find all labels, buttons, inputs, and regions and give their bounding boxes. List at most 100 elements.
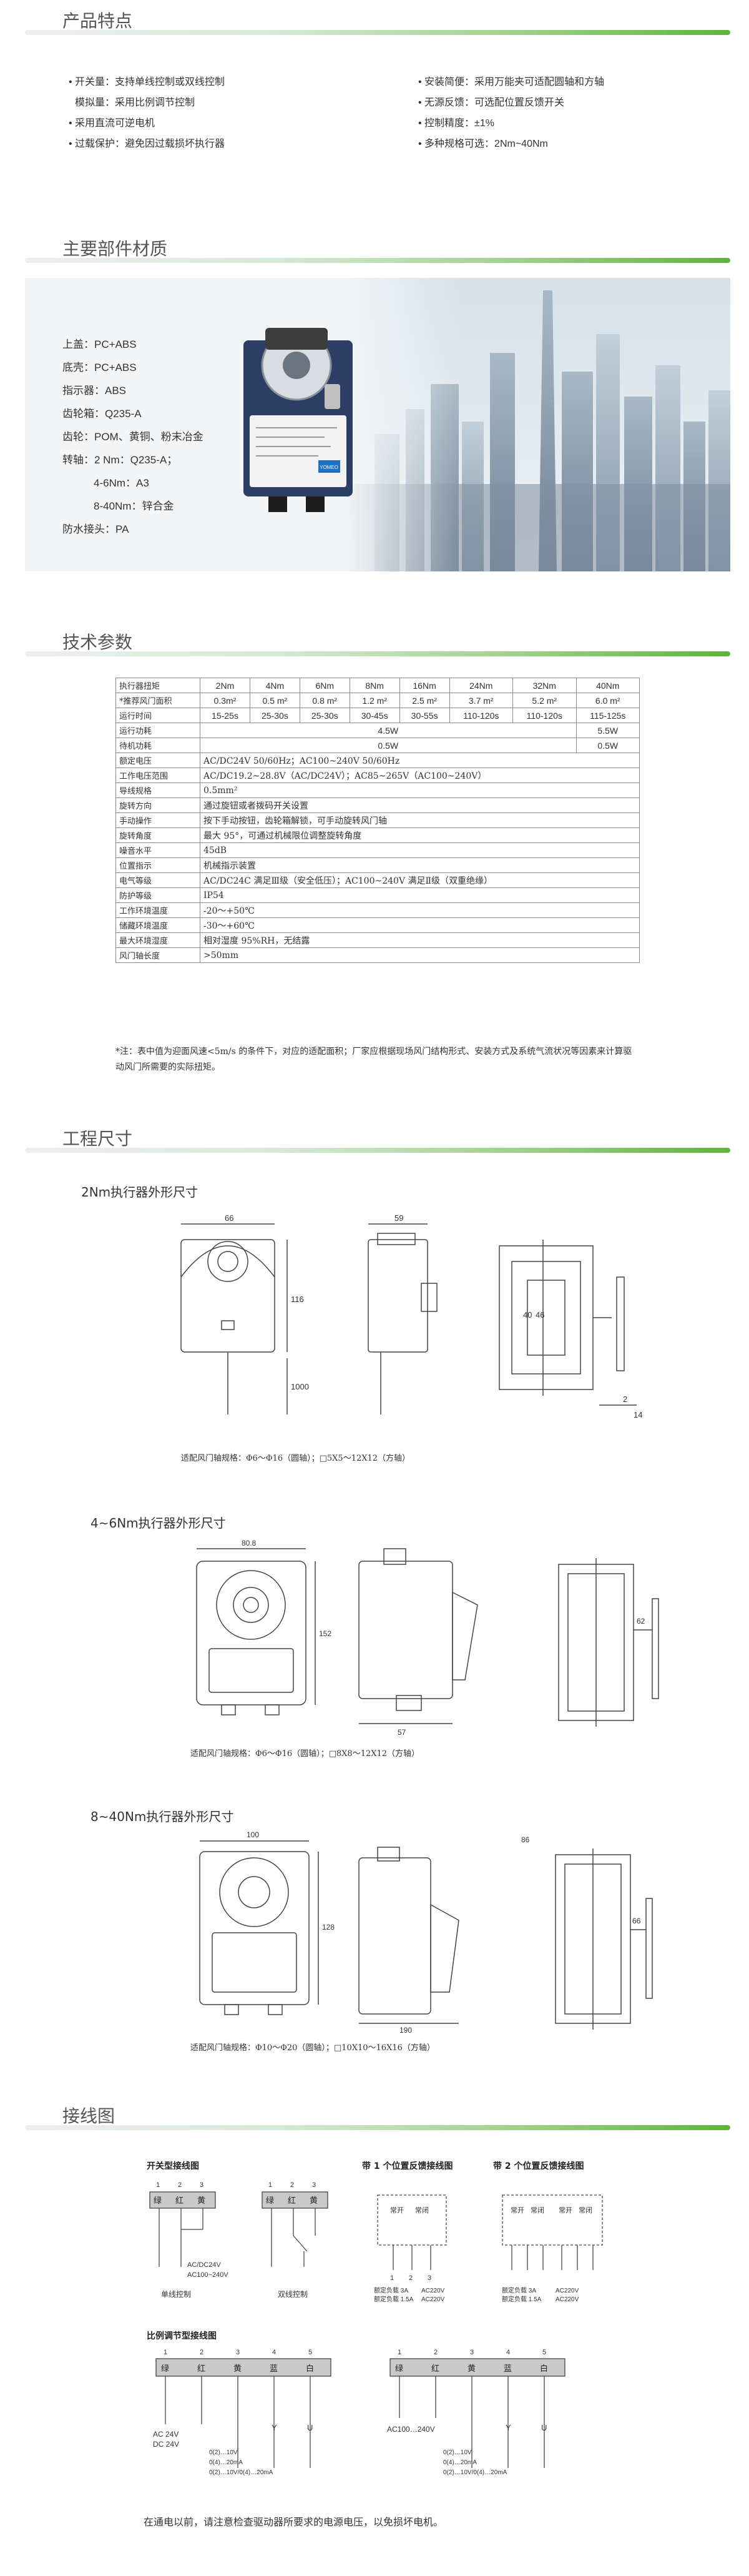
table-row: 手动操作按下手动按钮，齿轮箱解锁，可手动旋转风门轴	[115, 812, 640, 828]
table-cell: 2Nm	[200, 678, 250, 693]
terminal-number: 1	[398, 2349, 401, 2356]
table-cell: 1.2 m²	[349, 693, 400, 708]
table-cell: 25-30s	[299, 708, 350, 723]
feedback-label: 常开	[390, 2206, 404, 2214]
terminal-color: 红	[197, 2364, 205, 2373]
supply-label: AC100~240V	[187, 2271, 228, 2279]
rating-label: 额定负载 1.5A	[502, 2295, 542, 2303]
terminal-color: 黄	[468, 2364, 476, 2373]
feature-item: 模拟量：采用比例调节控制	[75, 97, 195, 108]
features-block: • 开关量：支持单线控制或双线控制 模拟量：采用比例调节控制 • 采用直流可逆电…	[69, 72, 693, 165]
terminal-color: 白	[540, 2364, 548, 2373]
section-header-materials: 主要部件材质	[25, 228, 730, 265]
terminal-color: 黄	[197, 2196, 205, 2205]
control-label: 双线控制	[278, 2290, 308, 2299]
terminal-color: 绿	[154, 2196, 162, 2205]
signal-letter: U	[307, 2423, 313, 2432]
table-row: 旋转方向通过旋钮或者拨码开关设置	[115, 797, 640, 813]
terminal-number: 1	[390, 2274, 394, 2282]
table-row: *推荐风门面积 0.3m² 0.5 m² 0.8 m² 1.2 m² 2.5 m…	[115, 693, 640, 708]
dimension-label: 116	[291, 1295, 304, 1304]
dimension-label: 86	[521, 1835, 530, 1844]
drawing-title: 4~6Nm执行器外形尺寸	[91, 1516, 226, 1531]
feedback-label: 常闭	[415, 2206, 429, 2214]
table-row: 执行器扭矩 2Nm 4Nm 6Nm 8Nm 16Nm 24Nm 32Nm 40N…	[115, 678, 640, 693]
feedback-label: 常开	[511, 2206, 524, 2214]
table-cell: 0.3m²	[200, 693, 250, 708]
table-cell: 待机功耗	[115, 738, 200, 753]
section-bar	[25, 2125, 730, 2130]
table-row: 运行时间 15-25s 25-30s 25-30s 30-45s 30-55s …	[115, 708, 640, 723]
table-cell: 噪音水平	[115, 842, 200, 858]
table-cell: -30～+60℃	[200, 917, 640, 933]
table-cell: 30-55s	[399, 708, 450, 723]
table-row: 储藏环境温度-30～+60℃	[115, 917, 640, 933]
city-skyline-image	[25, 278, 730, 571]
table-row: 位置指示机械指示装置	[115, 857, 640, 873]
table-cell: AC/DC24C 满足Ⅲ级（安全低压）；AC100~240V 满足Ⅱ级（双重绝缘…	[200, 872, 640, 888]
dimension-label: 190	[399, 2026, 412, 2035]
section-title: 主要部件材质	[62, 239, 168, 259]
table-cell: 25-30s	[249, 708, 300, 723]
terminal-number: 2	[409, 2274, 413, 2282]
table-cell: IP54	[200, 887, 640, 903]
terminal-color: 黄	[310, 2196, 318, 2205]
table-cell: 0.8 m²	[299, 693, 350, 708]
dimension-label: 1000	[291, 1382, 309, 1391]
dimension-label: 2	[623, 1394, 627, 1404]
table-cell: 40Nm	[575, 678, 640, 693]
drawing-title: 2Nm执行器外形尺寸	[81, 1185, 198, 1200]
supply-label: AC 24V	[153, 2430, 179, 2439]
wiring-switch-diagram: 1 2 3 绿 红 黄 AC/DC24V AC100~240V 单线控制 1 2…	[149, 2181, 328, 2299]
supply-label: AC/DC24V	[187, 2261, 221, 2269]
wiring-proportional-right: 1 2 3 4 5 绿 红 黄 蓝 白 AC100…240V 0(2)…10V …	[387, 2349, 565, 2476]
material-line: 防水接头：PA	[62, 523, 129, 535]
terminal-color: 绿	[395, 2364, 403, 2373]
terminal-color: 黄	[233, 2364, 242, 2373]
table-cell: 风门轴长度	[115, 947, 200, 963]
feature-item: • 多种规格可选：2Nm~40Nm	[418, 139, 548, 149]
table-cell: 最大 95°，可通过机械限位调整旋转角度	[200, 827, 640, 843]
section-header-dimensions: 工程尺寸	[25, 1118, 730, 1155]
terminal-color: 红	[431, 2364, 439, 2373]
table-cell: 6.0 m²	[575, 693, 640, 708]
signal-label: 0(4)…20mA	[209, 2459, 243, 2466]
table-cell: 额定电压	[115, 753, 200, 768]
table-cell: 执行器扭矩	[115, 678, 200, 693]
table-cell: 0.5W	[575, 738, 640, 753]
wiring-title-proportional: 比例调节型接线图	[147, 2331, 217, 2341]
supply-label: AC100…240V	[387, 2425, 435, 2434]
section-title: 工程尺寸	[62, 1128, 133, 1149]
features-left-column: • 开关量：支持单线控制或双线控制 模拟量：采用比例调节控制 • 采用直流可逆电…	[69, 72, 362, 154]
spec-note: *注：表中值为迎面风速<5m/s 的条件下，对应的适配面积；厂家应根据现场风门结…	[115, 1047, 632, 1072]
feature-item: • 控制精度：±1%	[418, 118, 494, 129]
table-cell: 0.5mm²	[200, 782, 640, 798]
signal-label: 0(2)…10V/0(4)…20mA	[209, 2469, 273, 2476]
actuator-product-image: YOMEO	[243, 328, 353, 512]
table-cell: 5.5W	[575, 723, 640, 738]
materials-banner: YOMEO 上盖：PC+ABS 底壳：PC+ABS 指示器：ABS 齿轮箱：Q2…	[25, 278, 730, 571]
terminal-number: 4	[506, 2349, 510, 2356]
feature-item: • 安装简便：采用万能夹可适配圆轴和方轴	[418, 77, 605, 87]
table-cell: 旋转方向	[115, 797, 200, 813]
signal-letter: Y	[272, 2423, 277, 2432]
material-line: 8-40Nm：锌合金	[94, 500, 174, 512]
features-right-column: • 安装简便：采用万能夹可适配圆轴和方轴 • 无源反馈：可选配位置反馈开关 • …	[418, 72, 712, 154]
control-label: 单线控制	[161, 2290, 191, 2299]
material-line: 4-6Nm：A3	[94, 477, 149, 489]
terminal-number: 5	[542, 2349, 546, 2356]
section-title: 技术参数	[62, 632, 133, 653]
table-cell: 工作电压范围	[115, 767, 200, 783]
table-cell: 3.7 m²	[449, 693, 514, 708]
table-cell: >50mm	[200, 947, 640, 963]
terminal-number: 2	[290, 2181, 294, 2189]
materials-list: 上盖：PC+ABS 底壳：PC+ABS 指示器：ABS 齿轮箱：Q235-A 齿…	[62, 333, 287, 541]
spec-table-wrapper: 执行器扭矩 2Nm 4Nm 6Nm 8Nm 16Nm 24Nm 32Nm 40N…	[115, 678, 640, 963]
drawing-caption: 适配风门轴规格：Φ6～Φ16（圆轴）；□5X5～12X12（方轴）	[181, 1454, 411, 1463]
material-line: 指示器：ABS	[62, 385, 127, 397]
table-cell: 最大环境湿度	[115, 932, 200, 948]
table-cell: 0.5W	[200, 738, 577, 753]
drawing-2nm: 66 116 1000 59 40 46 2 14	[180, 1213, 642, 1419]
